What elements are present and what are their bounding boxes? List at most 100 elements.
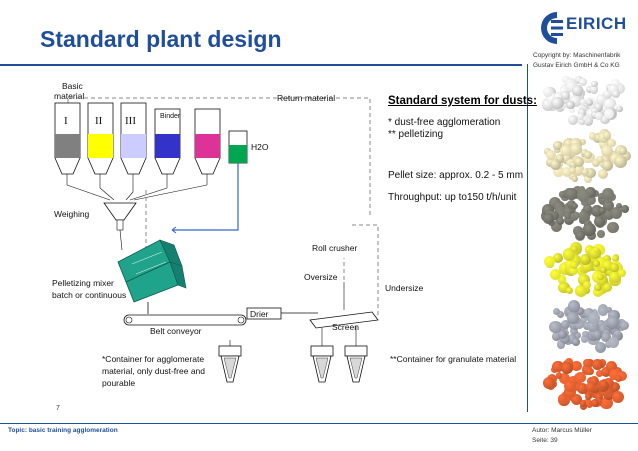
container-granulate: [344, 345, 368, 383]
yellow-pellets-pellet: [549, 269, 561, 281]
beige-pellets-pellet: [550, 158, 562, 170]
silo-1-label: I: [64, 115, 68, 127]
white-pellets-pellet: [615, 105, 623, 113]
yellow-pellets-pellet: [583, 286, 591, 294]
orange-pellets-pellet: [616, 371, 627, 382]
beige-pellets-pellet: [585, 168, 596, 179]
container-note-1-line-2: material, only dust-free and: [102, 366, 205, 376]
gray-pellets-pellet: [610, 207, 623, 219]
oversize-label: Oversize: [304, 272, 338, 282]
yellow-pellets-pellet: [602, 283, 612, 293]
silver-pellets-pellet: [556, 340, 566, 349]
yellow-pellets-pellet: [610, 263, 619, 272]
beige-pellets-pellet: [562, 167, 573, 178]
silver-pellets-pellet: [587, 311, 601, 325]
beige-pellets-pellet: [607, 138, 616, 148]
gray-pellets-pellet: [582, 204, 593, 214]
beige-pellets-pellet: [582, 168, 589, 176]
orange-pellets-pellet: [600, 366, 611, 377]
orange-pellets-pellet: [609, 382, 620, 393]
water-tank: H2O: [228, 130, 269, 164]
silver-pellets-pellet: [608, 309, 620, 322]
orange-pellets-pellet: [606, 361, 618, 373]
gray-pellets-pellet: [558, 190, 566, 198]
gray-pellets-pellet: [580, 199, 588, 207]
return-material-label: Return material: [277, 93, 335, 103]
container-agglomerate: [218, 345, 242, 383]
white-pellets-pellet: [567, 114, 579, 126]
silver-pellets-pellet: [568, 300, 581, 313]
copyright-line-2: Gustav Eirich GmbH & Co KG: [533, 62, 620, 69]
beige-pellets-pellet: [555, 154, 565, 163]
info-line-agglomeration: * dust-free agglomeration: [388, 117, 501, 128]
silver-pellets-pellet: [549, 320, 562, 334]
beige-pellets-pellet: [602, 131, 612, 141]
gray-pellets-pellet: [565, 187, 578, 201]
white-pellets-pellet: [603, 90, 613, 100]
silo-2-fill: [88, 134, 113, 158]
gray-pellets-pellet: [571, 203, 579, 210]
footer-topic: Topic: basic training agglomeration: [8, 427, 118, 434]
silver-pellets-pellet: [557, 311, 564, 318]
yellow-pellets-pellet: [558, 282, 570, 294]
gray-pellets-pellet: [597, 230, 605, 239]
beige-pellets-pellet: [584, 174, 593, 183]
silver-pellets-pellet: [572, 338, 580, 346]
silver-pellets-pellet: [580, 316, 587, 323]
silo-1-fill: [55, 134, 80, 158]
orange-pellets-pellet: [571, 394, 583, 406]
silo-3: III: [120, 102, 147, 175]
yellow-pellets-pellet: [566, 286, 574, 294]
beige-pellets-pellet: [571, 175, 579, 182]
gray-pellets-pellet: [582, 223, 596, 236]
white-pellets-pellet: [604, 98, 614, 108]
white-pellets-pellet: [595, 112, 603, 121]
gray-pellets-pellet: [563, 207, 571, 215]
beige-pellets-pellet: [579, 138, 586, 146]
orange-pellets-pellet: [571, 361, 582, 372]
basic-material-label-2: material: [54, 91, 84, 101]
orange-pellets-pellet: [595, 393, 604, 401]
container-note-1-line-1: *Container for agglomerate: [102, 354, 204, 364]
orange-pellets-pellet: [555, 372, 563, 379]
beige-pellets-pellet: [560, 152, 573, 164]
white-pellets-pellet: [612, 89, 621, 99]
white-pellets-pellet: [559, 87, 567, 94]
gray-pellets-pellet: [591, 205, 604, 218]
yellow-pellets-pellet: [602, 254, 612, 264]
silver-pellets-pellet: [569, 319, 580, 330]
silver-pellets-pellet: [552, 332, 561, 342]
white-pellets-pellet: [551, 97, 564, 110]
pelletizing-mixer: [117, 239, 187, 303]
silver-pellets-pellet: [567, 334, 578, 344]
gray-pellets-pellet: [543, 212, 554, 224]
white-pellets-pellet: [590, 110, 600, 120]
gray-pellets-pellet: [564, 214, 575, 226]
sample-divider: [527, 64, 528, 412]
basic-material-label-1: Basic: [62, 81, 84, 91]
beige-pellets-pellet: [560, 144, 572, 157]
silver-pellets-pellet: [559, 333, 571, 344]
silo-2-label: II: [95, 115, 103, 127]
white-pellets-pellet: [586, 86, 594, 94]
yellow-pellets-pellet: [596, 274, 609, 287]
footer-author: Autor: Marcus Müller: [532, 427, 592, 434]
gray-pellets-pellet: [621, 205, 630, 213]
beige-pellets-pellet: [546, 149, 557, 160]
yellow-pellets-pellet: [600, 266, 607, 274]
yellow-pellets-pellet: [577, 273, 590, 286]
beige-pellets-pellet: [598, 139, 608, 149]
gray-pellets-pellet: [563, 211, 572, 220]
silver-pellets-pellet: [560, 319, 571, 329]
drier-box: [246, 307, 282, 320]
gray-pellets-pellet: [573, 225, 584, 236]
footer-rule: [0, 423, 638, 424]
yellow-pellets-pellet: [602, 259, 614, 271]
feed-lines: [66, 174, 208, 201]
water-line: [172, 163, 239, 231]
yellow-pellets-pellet: [592, 246, 599, 253]
slide-number: 7: [56, 405, 60, 412]
white-pellets-pellet: [579, 98, 586, 106]
silo-1: I: [54, 102, 81, 175]
